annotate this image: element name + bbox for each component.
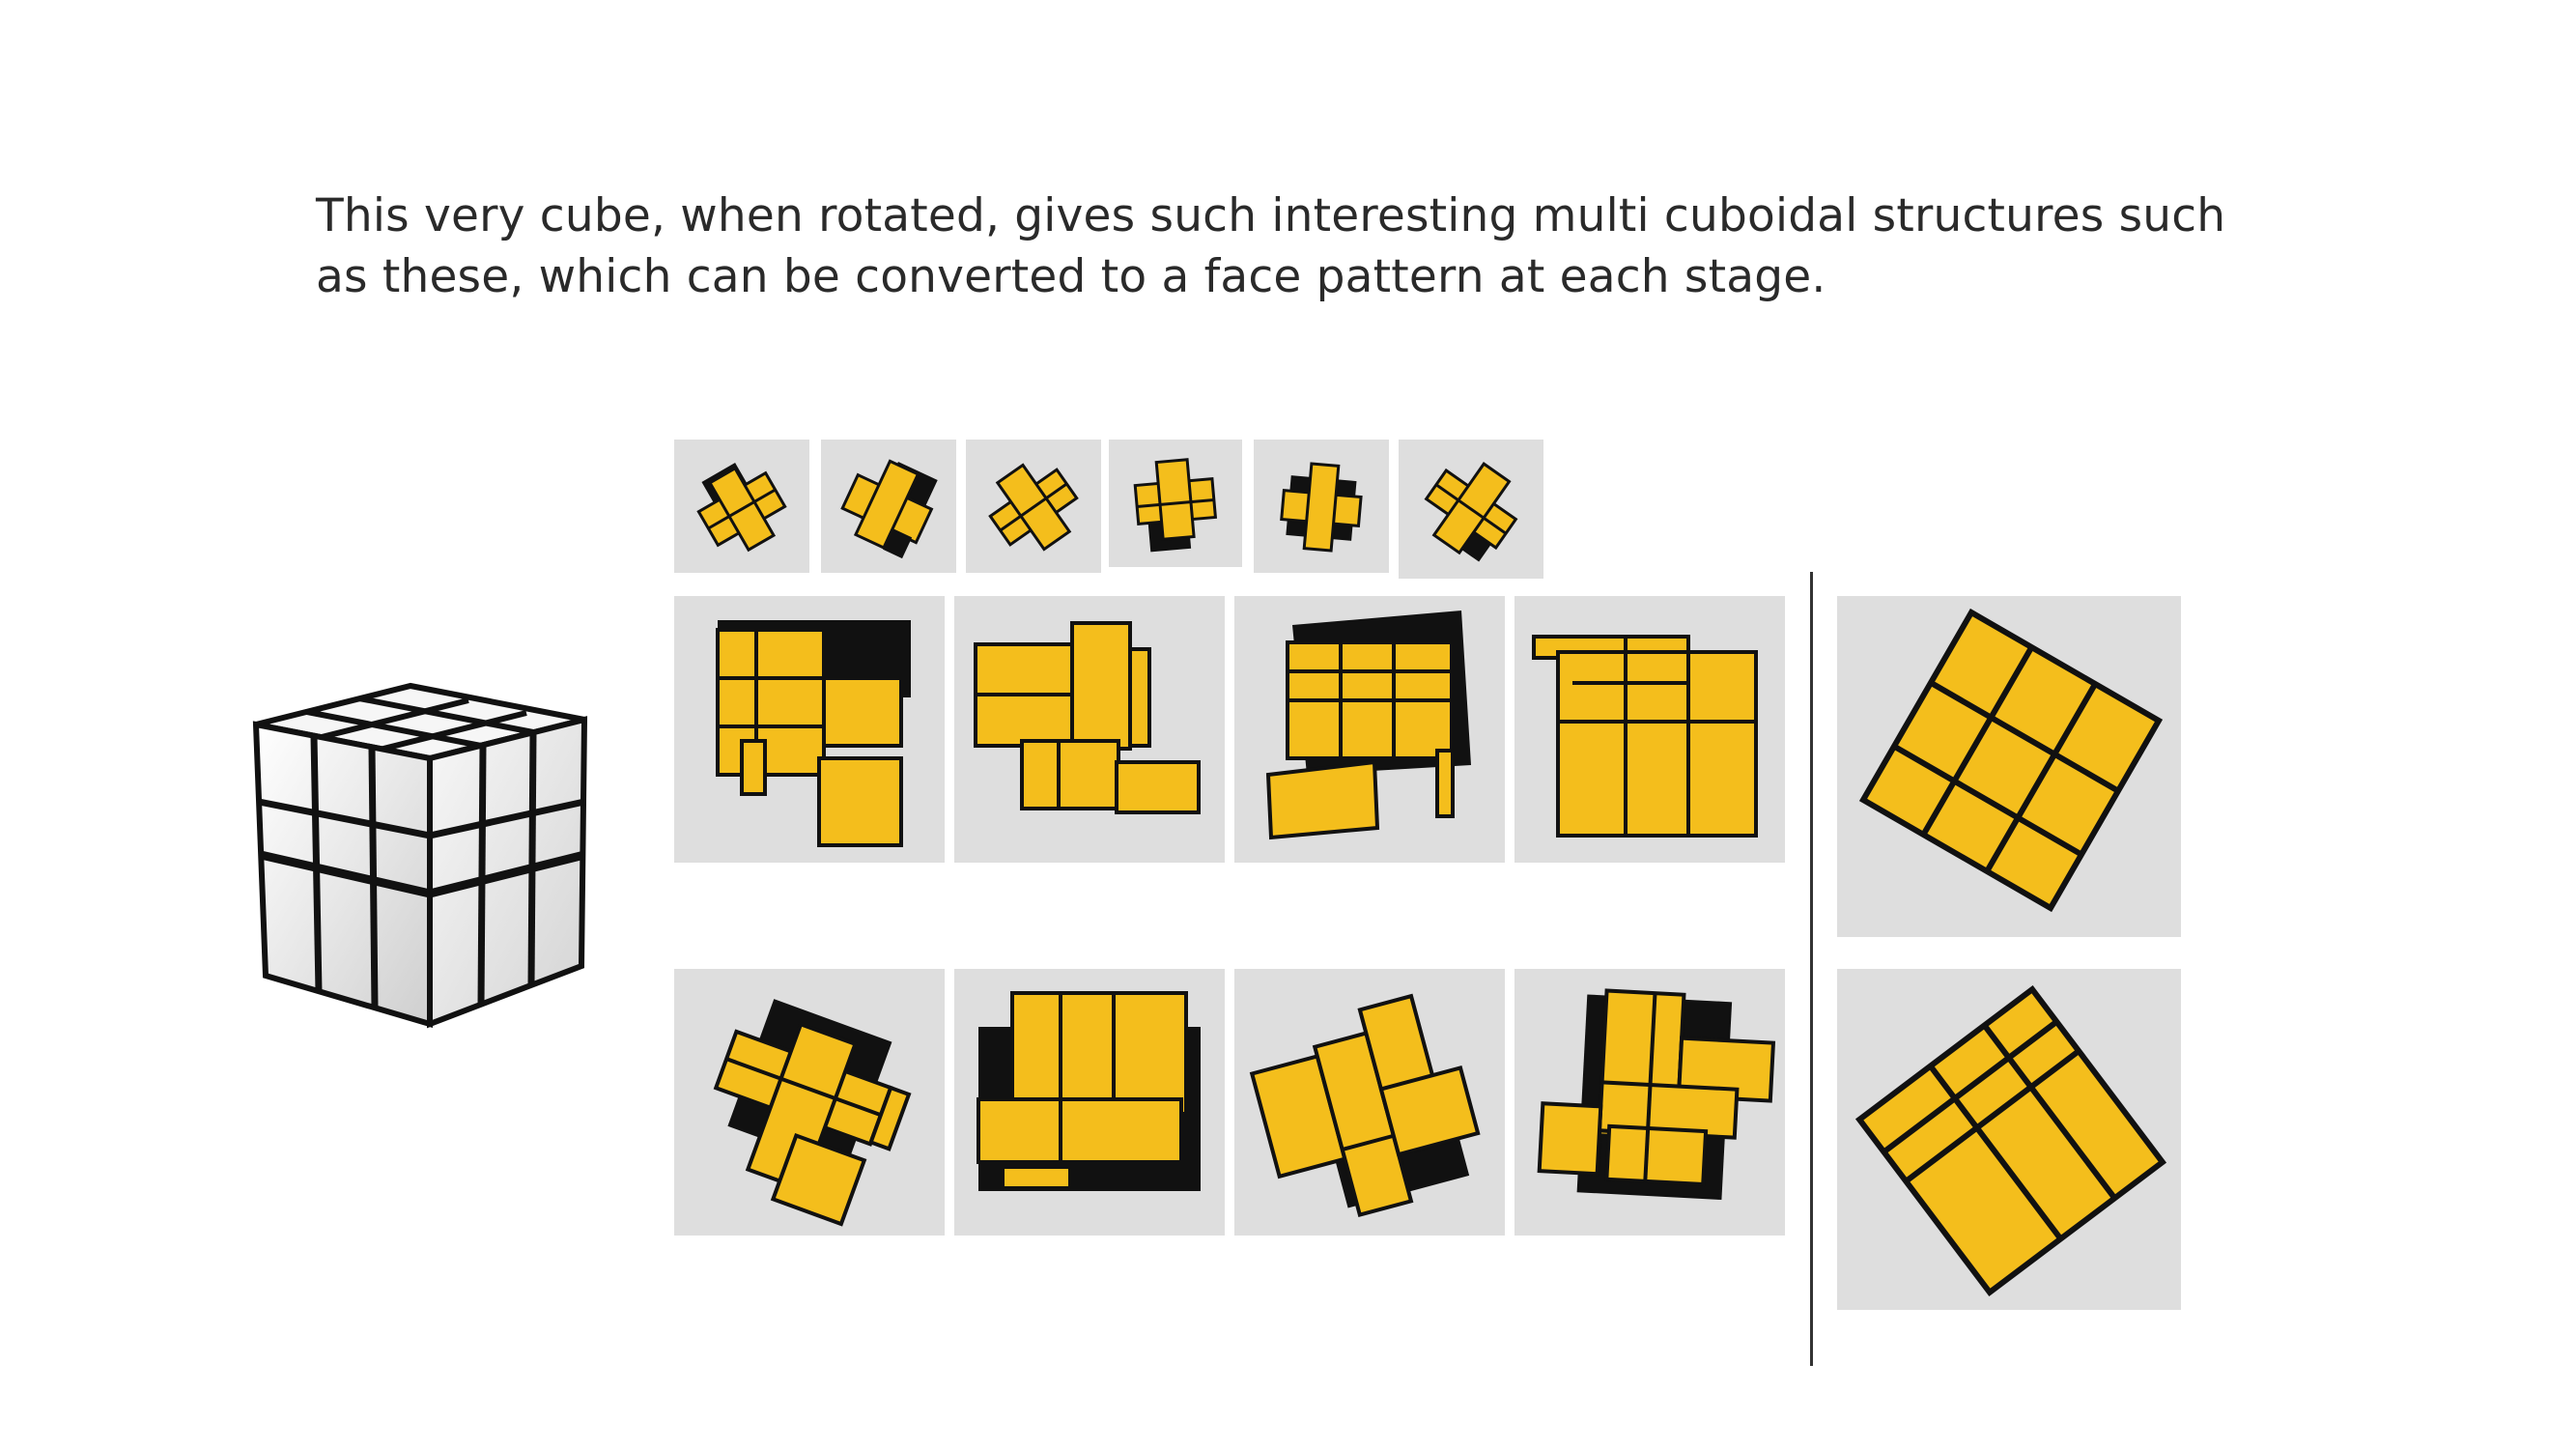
structure-panel-6 xyxy=(954,969,1225,1236)
thumbnail-4 xyxy=(1109,440,1242,567)
vertical-divider xyxy=(1810,572,1813,1366)
thumbnail-1 xyxy=(674,440,809,573)
structure-panel-7 xyxy=(1234,969,1505,1236)
structure-panel-2 xyxy=(954,596,1225,863)
structure-panel-5 xyxy=(674,969,945,1236)
caption-line-1: This very cube, when rotated, gives such… xyxy=(316,189,2226,242)
mirror-cube-image xyxy=(241,676,609,1063)
thumbnail-2 xyxy=(821,440,956,573)
structure-panel-3 xyxy=(1234,596,1505,863)
thumbnail-5 xyxy=(1254,440,1389,573)
caption-line-2: as these, which can be converted to a fa… xyxy=(316,250,1826,303)
thumbnail-6 xyxy=(1399,440,1543,579)
structure-panel-1 xyxy=(674,596,945,863)
face-pattern-2 xyxy=(1837,969,2181,1310)
face-pattern-1 xyxy=(1837,596,2181,937)
caption: This very cube, when rotated, gives such… xyxy=(316,185,2248,307)
thumbnail-3 xyxy=(966,440,1101,573)
structure-panel-8 xyxy=(1514,969,1785,1236)
structure-panel-4 xyxy=(1514,596,1785,863)
